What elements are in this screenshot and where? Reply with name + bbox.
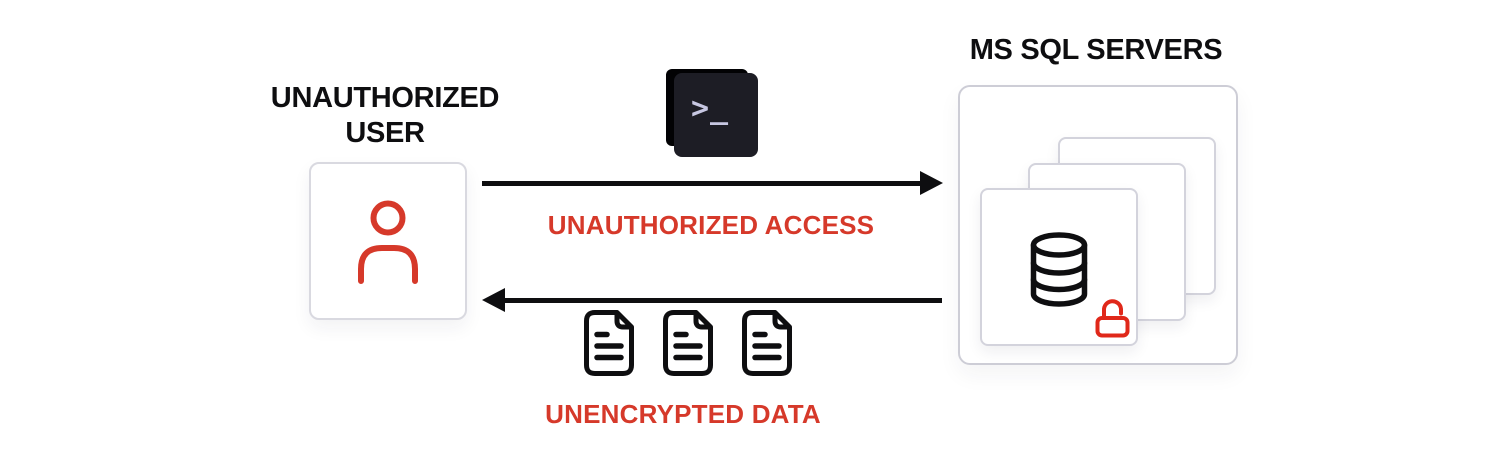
unauthorized-user-box (309, 162, 467, 320)
documents-row (581, 309, 795, 377)
server-card-front (980, 188, 1138, 346)
unauthorized-access-arrow-line (482, 181, 922, 186)
unauthorized-access-label: UNAUTHORIZED ACCESS (547, 210, 875, 240)
unencrypted-data-label: UNENCRYPTED DATA (545, 399, 821, 429)
unencrypted-data-arrow-line (504, 298, 942, 303)
document-icon (742, 310, 792, 376)
arrow-head-right-icon (920, 171, 943, 195)
actor-title: UNAUTHORIZED USER (235, 81, 535, 151)
actor-title-line2: USER (345, 117, 425, 149)
servers-title: MS SQL SERVERS (969, 34, 1223, 66)
document-icon (584, 310, 634, 376)
prompt-glyph: >_ (691, 91, 730, 126)
actor-title-line1: UNAUTHORIZED (270, 82, 500, 114)
database-icon (1030, 232, 1088, 307)
person-icon (358, 200, 418, 284)
document-icon (663, 310, 713, 376)
terminal-window: >_ (674, 73, 758, 157)
arrow-head-left-icon (482, 288, 505, 312)
terminal-icon: >_ (666, 68, 758, 160)
unlocked-padlock-icon (1095, 299, 1130, 338)
